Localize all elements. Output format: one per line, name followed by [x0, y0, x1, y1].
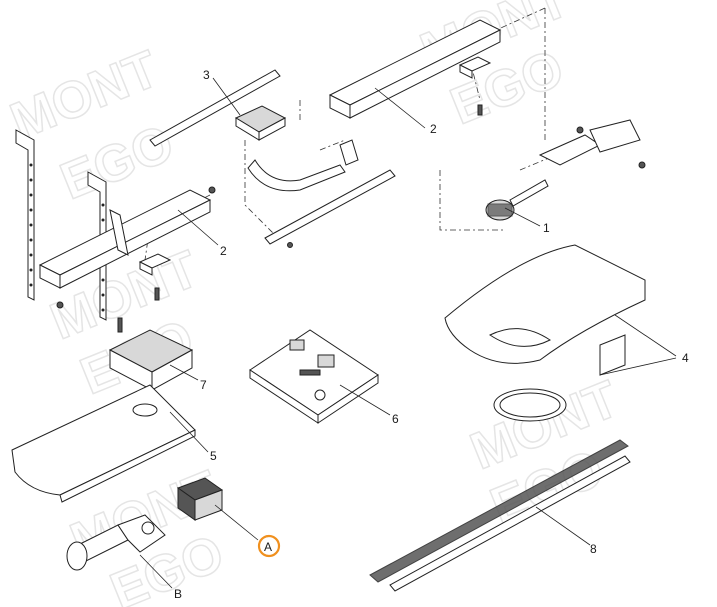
drive-gear-assembly: [485, 119, 641, 221]
callout-1: 1: [543, 221, 550, 235]
mounting-strip: [149, 69, 396, 245]
motor-cover: [444, 244, 646, 422]
callout-2-left: 2: [220, 244, 227, 258]
callout-labels: 3 2 2 1 4 5 6 7 8 A B: [174, 68, 689, 601]
callout-5: 5: [210, 449, 217, 463]
callout-a: A: [264, 540, 272, 554]
rail-section-left: [38, 189, 212, 289]
callout-7: 7: [200, 378, 207, 392]
drive-motor: [66, 514, 166, 571]
transformer: [176, 477, 224, 521]
base-plate: [11, 384, 196, 503]
callout-3: 3: [203, 68, 210, 82]
control-board: [249, 329, 379, 424]
callout-4: 4: [682, 351, 689, 365]
highlight-circle-a: [257, 534, 281, 558]
fasteners: [56, 56, 646, 333]
rail-section-right: [328, 19, 502, 119]
callout-b: B: [174, 587, 182, 601]
callout-8: 8: [590, 542, 597, 556]
leader-lines: [139, 77, 677, 589]
drive-chain: [369, 439, 631, 592]
callout-6: 6: [392, 412, 399, 426]
callout-2-right: 2: [430, 122, 437, 136]
motor-mount-block: [108, 329, 194, 391]
